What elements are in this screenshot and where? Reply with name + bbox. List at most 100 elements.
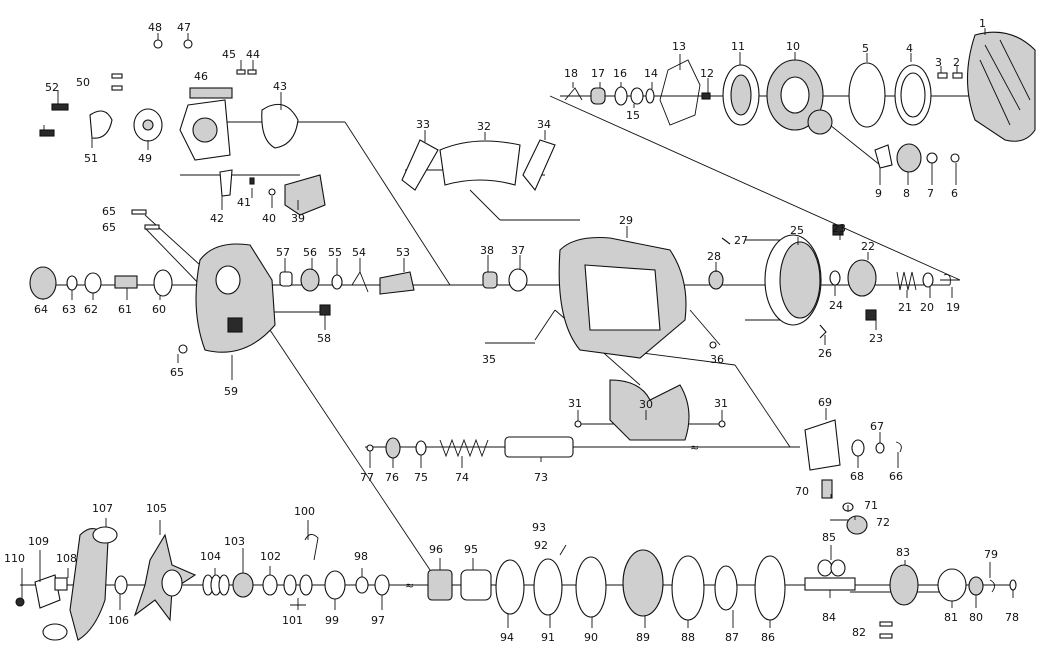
callout-label: 25 xyxy=(790,224,804,237)
part-spool-flange xyxy=(779,241,821,319)
callout-label: 38 xyxy=(480,244,494,257)
callout-label: 81 xyxy=(944,611,958,624)
part-bottom-plate xyxy=(609,379,690,441)
part-washer xyxy=(630,87,644,105)
part-bearing xyxy=(968,576,984,596)
part-side-cover-detail xyxy=(979,39,1031,126)
part-screw xyxy=(952,72,963,79)
part-bearing xyxy=(508,268,528,292)
part-washer xyxy=(218,574,230,596)
part-cap xyxy=(846,515,868,535)
part-screw xyxy=(236,69,246,75)
part-washer xyxy=(829,270,841,286)
callout-label: 46 xyxy=(194,70,208,83)
part-washer xyxy=(817,559,833,577)
callout-label: 4 xyxy=(906,42,913,55)
callout-label: 32 xyxy=(477,120,491,133)
callout-label: 9 xyxy=(875,187,882,200)
part-side-cover xyxy=(966,31,1036,142)
callout-label: 72 xyxy=(876,516,890,529)
callout-label: 12 xyxy=(700,67,714,80)
leader-line xyxy=(214,520,309,610)
leader-line xyxy=(177,315,326,380)
leader-line xyxy=(839,232,953,298)
leader-line xyxy=(21,518,161,610)
callout-label: 94 xyxy=(500,631,514,644)
callout-label: 17 xyxy=(591,67,605,80)
callout-label: 23 xyxy=(832,222,846,235)
part-pin xyxy=(559,544,567,556)
part-cup-inner xyxy=(730,74,752,116)
leader-line xyxy=(572,54,681,108)
callout-label: 28 xyxy=(707,250,721,263)
leader-line xyxy=(707,52,796,93)
part-pin xyxy=(709,341,717,349)
callout-label: 87 xyxy=(725,631,739,644)
part-washer xyxy=(875,442,885,454)
part-nut xyxy=(232,572,254,598)
callout-label: 90 xyxy=(584,631,598,644)
callout-label: 77 xyxy=(360,471,374,484)
callout-label: 41 xyxy=(237,196,251,209)
callout-label: 26 xyxy=(818,347,832,360)
callout-label: 67 xyxy=(870,420,884,433)
callout-label: 76 xyxy=(385,471,399,484)
callout-label: 20 xyxy=(920,301,934,314)
part-spring xyxy=(351,271,369,293)
guide-line xyxy=(549,95,961,281)
callout-label: 6 xyxy=(951,187,958,200)
part-side-plate xyxy=(195,243,276,353)
part-drag-washer xyxy=(671,555,705,621)
part-bearing xyxy=(415,440,427,456)
leader-line xyxy=(829,560,1014,608)
part-side-plate-slot xyxy=(227,317,243,333)
part-star-drag-center xyxy=(161,569,183,597)
leader-line xyxy=(866,53,912,62)
callout-label: 74 xyxy=(455,471,469,484)
leader-line xyxy=(334,558,474,610)
part-washer xyxy=(283,574,297,596)
part-screw xyxy=(718,420,726,428)
part-gear xyxy=(889,564,919,606)
callout-label: 95 xyxy=(464,543,478,556)
callout-label: 63 xyxy=(62,303,76,316)
part-handle-knob xyxy=(92,526,118,544)
guide-line xyxy=(734,364,791,448)
callout-label: 53 xyxy=(396,246,410,259)
part-ratchet-hub xyxy=(142,119,154,131)
part-drag-washer xyxy=(495,559,525,615)
part-plate xyxy=(261,103,299,149)
callout-label: 37 xyxy=(511,244,525,257)
part-block xyxy=(832,224,844,236)
callout-label: 70 xyxy=(795,485,809,498)
part-screw xyxy=(178,344,188,354)
callout-label: 61 xyxy=(118,303,132,316)
callout-label: 36 xyxy=(710,353,724,366)
guide-line xyxy=(469,189,501,221)
part-washer xyxy=(645,88,655,104)
guide-line xyxy=(269,329,441,586)
part-side-piece xyxy=(522,139,556,192)
part-screw xyxy=(111,85,123,91)
part-screw xyxy=(144,224,160,230)
part-clip xyxy=(366,444,374,452)
part-screw xyxy=(937,72,948,79)
callout-label: 22 xyxy=(861,240,875,253)
callout-label: 7 xyxy=(927,187,934,200)
part-side-piece xyxy=(401,139,439,191)
callout-label: 82 xyxy=(852,626,866,639)
callout-label: 49 xyxy=(138,152,152,165)
callout-label: 92 xyxy=(534,539,548,552)
part-screw xyxy=(268,188,276,196)
callout-label: 78 xyxy=(1005,611,1019,624)
part-bearing xyxy=(708,270,724,290)
part-spring xyxy=(39,129,55,137)
callout-label: 97 xyxy=(371,614,385,627)
callout-label: 52 xyxy=(45,81,59,94)
callout-label: 71 xyxy=(864,499,878,512)
part-ring-inner xyxy=(900,72,926,118)
part-washer xyxy=(84,272,102,294)
guide-line xyxy=(144,227,206,291)
callout-label: 62 xyxy=(84,303,98,316)
